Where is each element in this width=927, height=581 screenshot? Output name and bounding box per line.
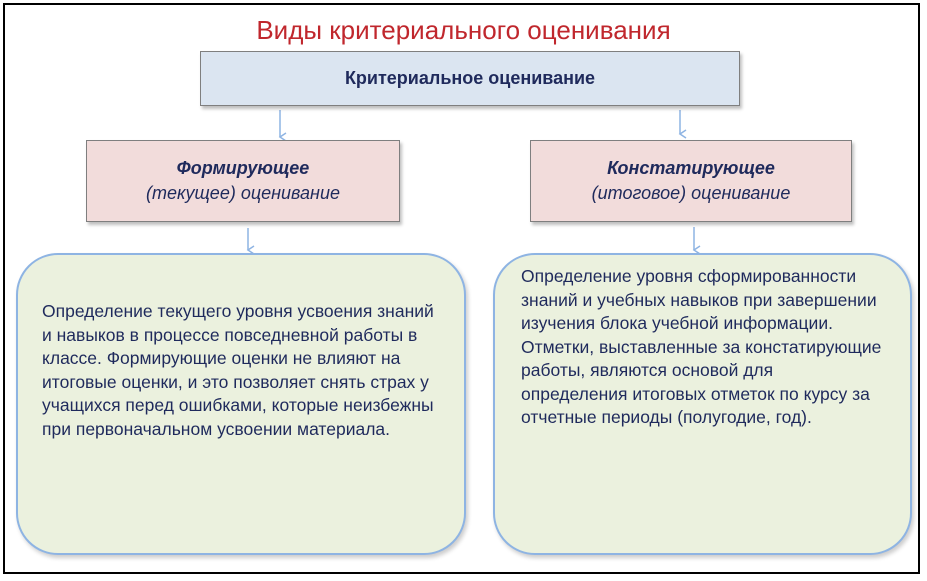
- summative-description: Определение уровня сформированности знан…: [493, 253, 912, 555]
- root-node: Критериальное оценивание: [200, 51, 740, 106]
- formative-node-title: Формирующее: [176, 158, 310, 178]
- summative-node: Констатирующее (итоговое) оценивание: [530, 140, 852, 222]
- formative-description: Определение текущего уровня усвоения зна…: [16, 253, 466, 555]
- formative-node-subtitle: (текущее) оценивание: [145, 183, 340, 203]
- diagram-title: Виды критериального оценивания: [256, 15, 671, 45]
- summative-node-title: Констатирующее: [607, 158, 775, 178]
- root-node-label: Критериальное оценивание: [344, 68, 596, 88]
- summative-node-subtitle: (итоговое) оценивание: [591, 183, 791, 203]
- formative-node: Формирующее (текущее) оценивание: [86, 140, 400, 222]
